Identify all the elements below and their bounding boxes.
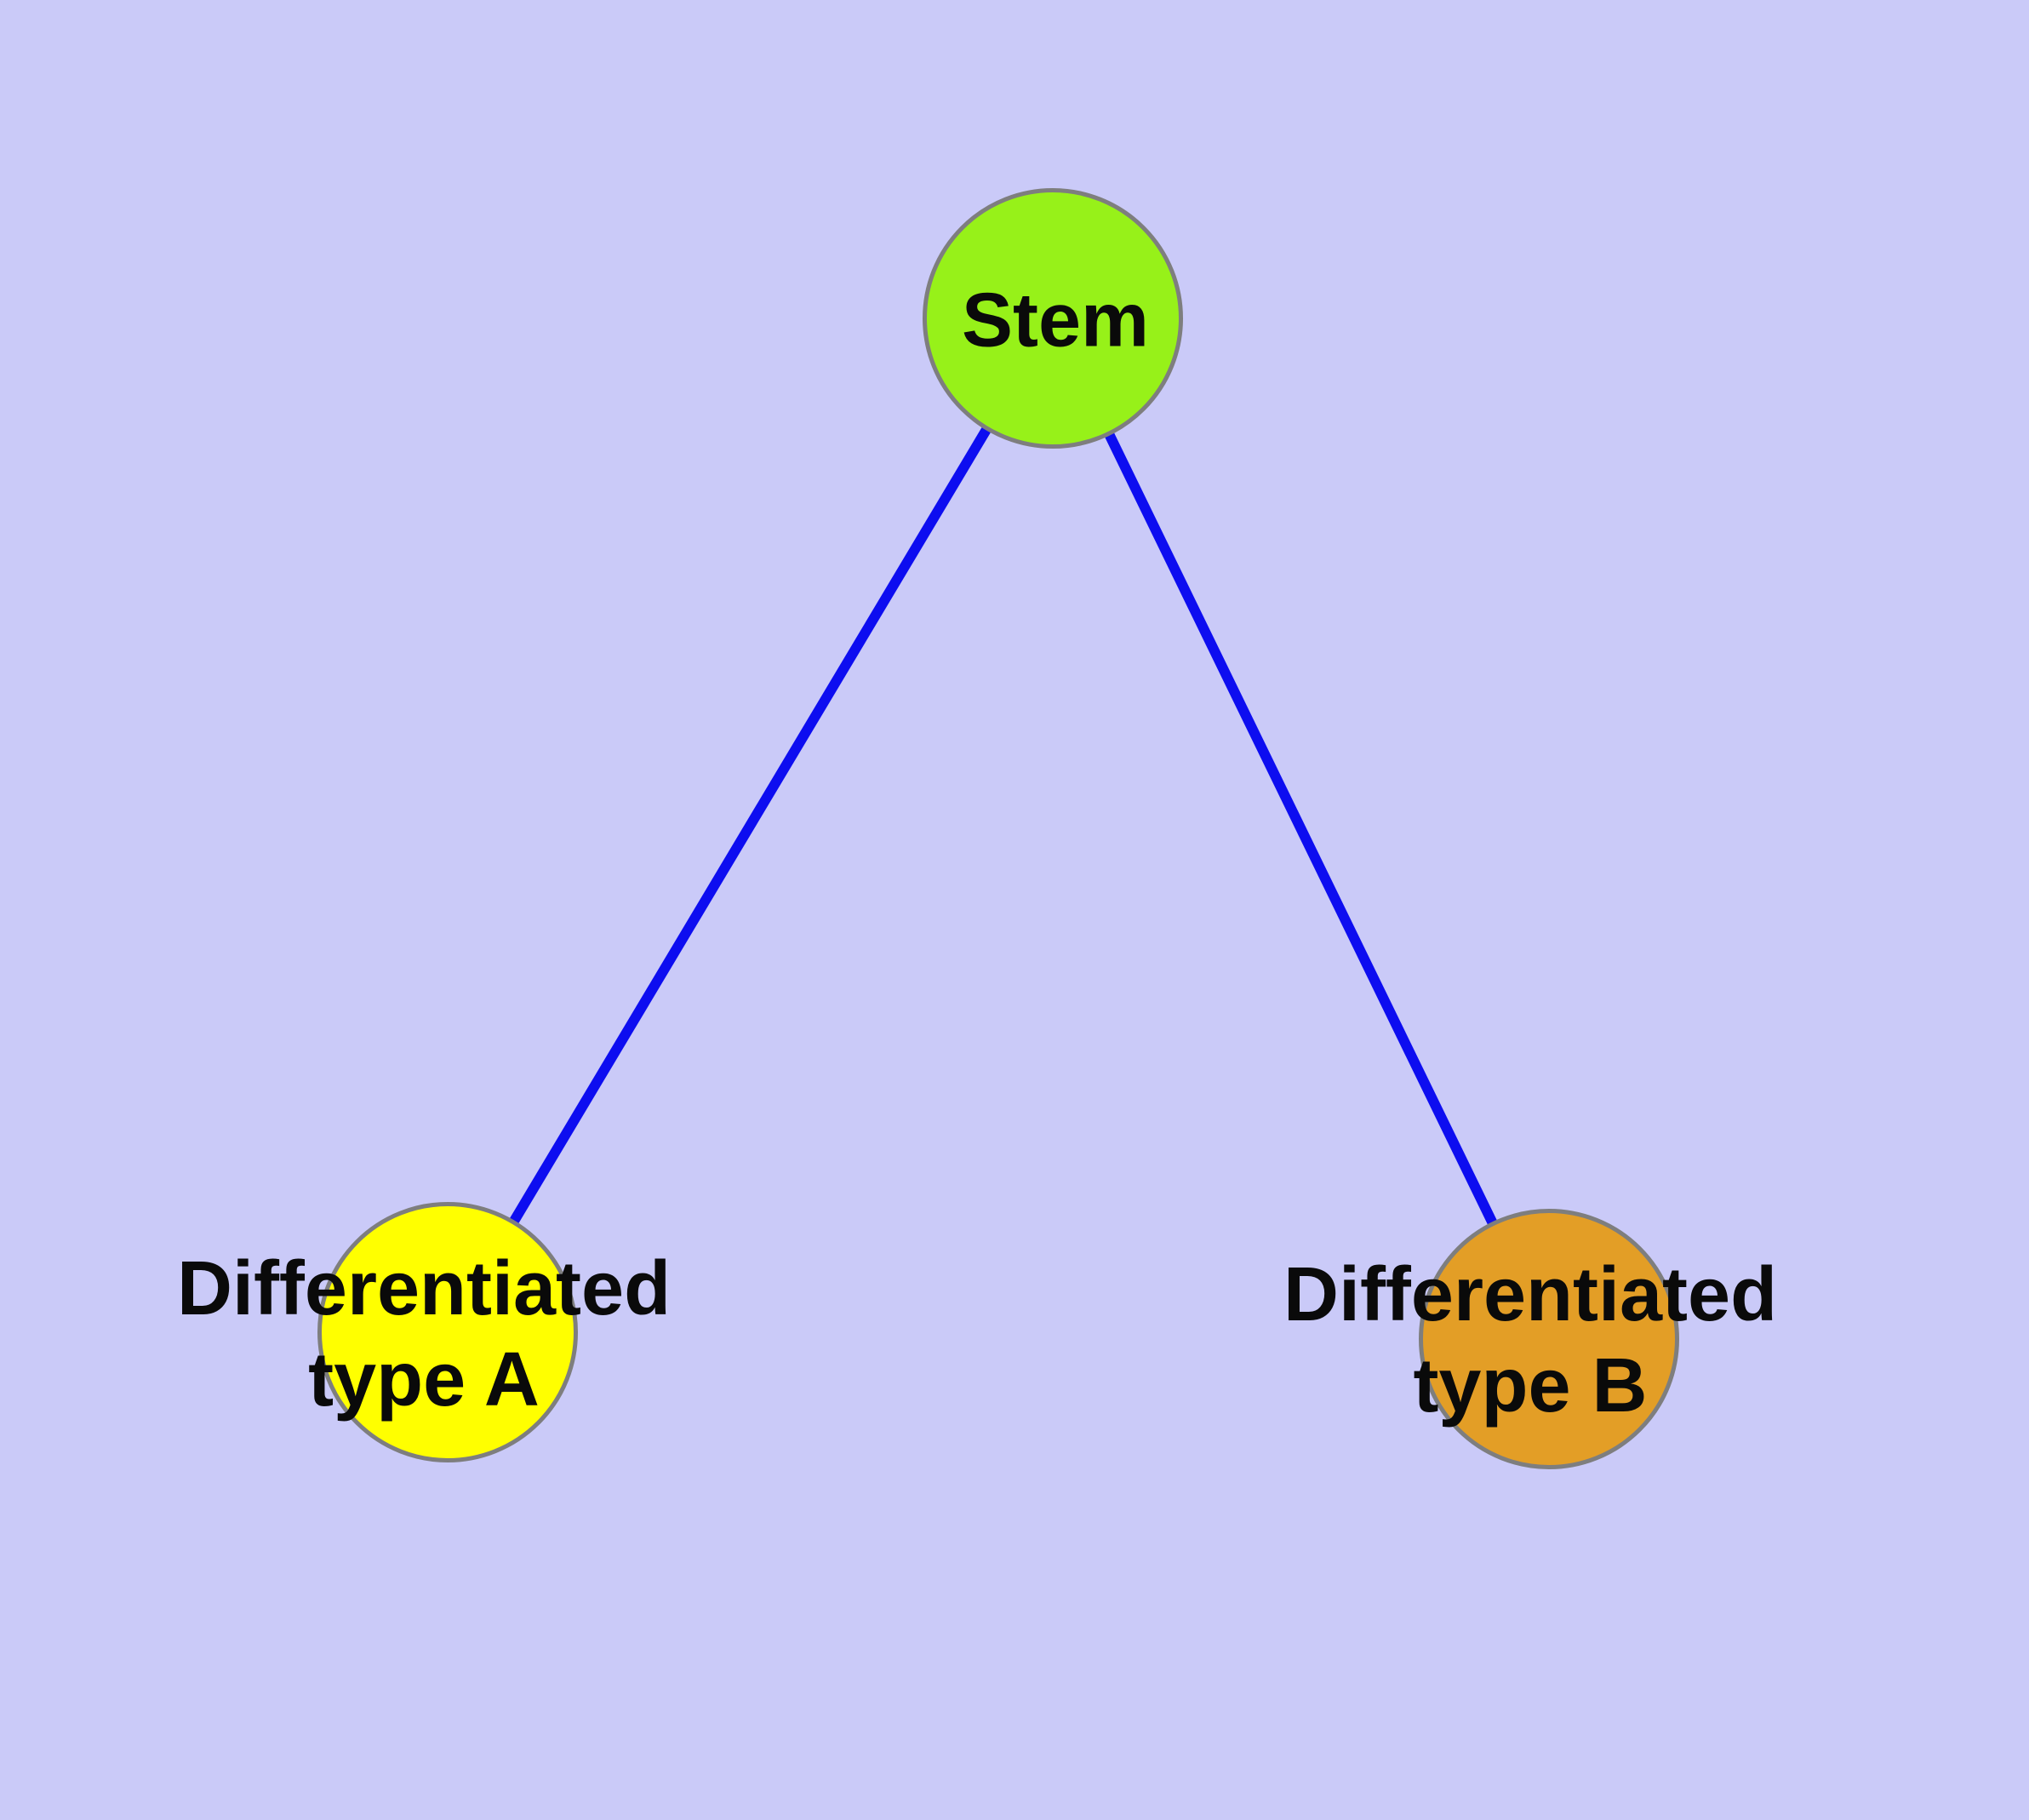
edge-stem-to-typeA (443, 315, 1058, 1336)
node-typeA-label: Differentiated type A (177, 1244, 671, 1426)
edge-stem-to-typeB (1048, 316, 1554, 1342)
node-differentiated-type-b[interactable] (1419, 1209, 1679, 1469)
node-stem-label: Stem (961, 278, 1150, 363)
node-differentiated-type-a[interactable] (317, 1202, 578, 1462)
node-typeB-label-line2: type B (1413, 1343, 1648, 1428)
node-typeA-label-line1: Differentiated (176, 1246, 672, 1331)
node-stem[interactable] (923, 188, 1183, 449)
node-typeB-label: Differentiated type B (1283, 1250, 1777, 1432)
node-typeB-label-line1: Differentiated (1283, 1252, 1778, 1337)
node-typeA-label-line2: type A (308, 1337, 540, 1422)
